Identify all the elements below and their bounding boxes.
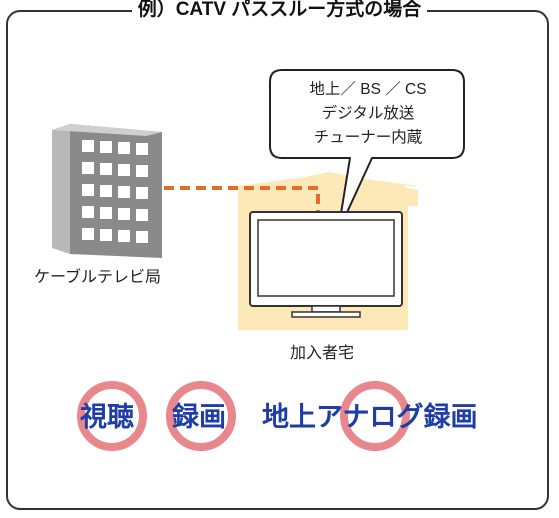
building-icon: [52, 124, 162, 258]
prohibit-ring-analog: [340, 381, 410, 451]
feature-analog-record: 地上アナログ録画: [262, 402, 478, 432]
cable-line: [164, 186, 320, 216]
cable-station-label: ケーブルテレビ局: [34, 269, 162, 286]
house-roof: [238, 172, 418, 206]
prohibit-ring-record: [166, 381, 236, 451]
bubble-line-3: チューナー内蔵: [313, 129, 423, 146]
feature-view: 視聴: [80, 402, 134, 432]
subscriber-home-label: 加入者宅: [290, 345, 355, 362]
feature-record: 録画: [172, 402, 226, 432]
diagram-title: 例）CATV パススルー方式の場合: [0, 0, 559, 20]
prohibit-ring-view: [77, 381, 147, 451]
bubble-text: 地上／ BS ／ CS デジタル放送 チューナー内蔵: [270, 78, 466, 150]
bubble-line-2: デジタル放送: [321, 105, 415, 122]
bubble-line-1: 地上／ BS ／ CS: [309, 81, 427, 98]
speech-bubble: [269, 69, 465, 233]
tv-icon: [249, 211, 403, 318]
